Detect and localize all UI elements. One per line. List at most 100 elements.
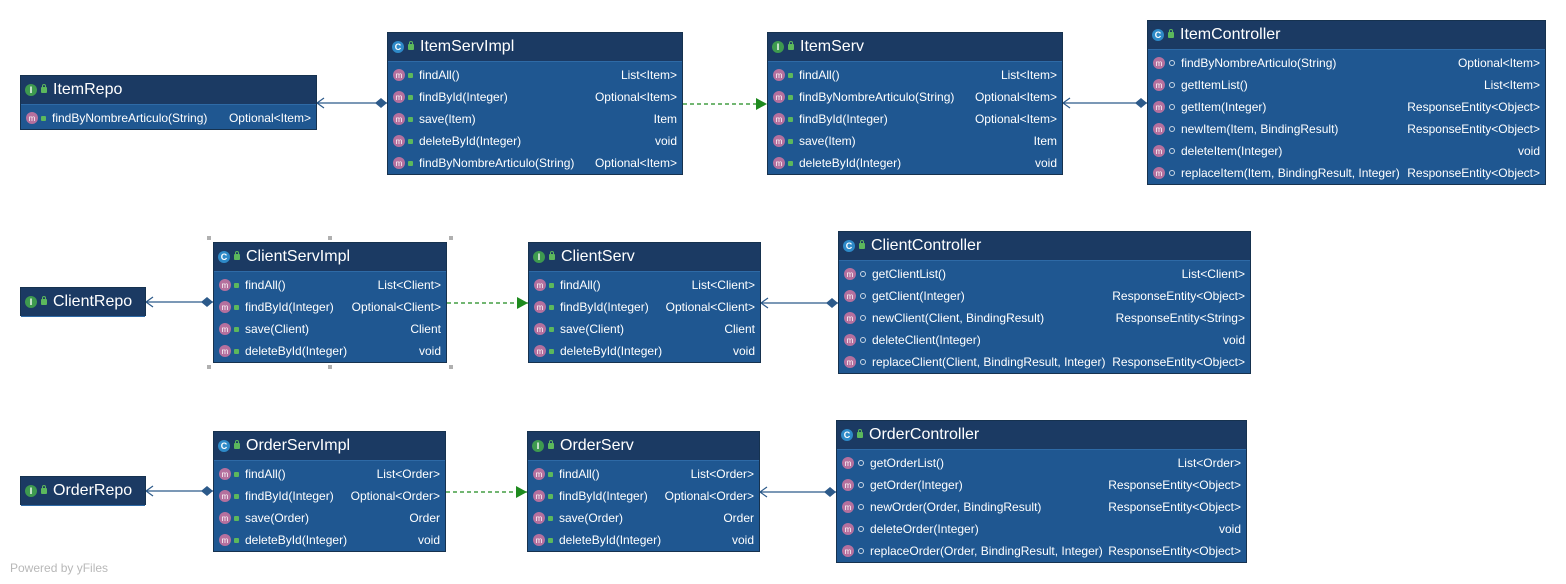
- public-visibility-icon: [408, 116, 413, 122]
- public-lock-icon: [41, 296, 47, 305]
- node-title: ClientRepo: [53, 293, 133, 310]
- method-return-type: void: [1222, 333, 1245, 347]
- selection-handle[interactable]: [207, 236, 211, 240]
- association-edge[interactable]: [759, 297, 838, 309]
- selection-handle[interactable]: [449, 236, 453, 240]
- method-icon: m: [219, 534, 231, 546]
- association-edge[interactable]: [315, 97, 387, 109]
- selection-handle[interactable]: [449, 365, 453, 369]
- method-return-type: ResponseEntity<Object>: [1112, 289, 1245, 303]
- association-edge[interactable]: [1061, 97, 1147, 109]
- selection-handle[interactable]: [328, 236, 332, 240]
- method-return-type: Order: [723, 511, 754, 525]
- selection-handle[interactable]: [207, 365, 211, 369]
- association-edge[interactable]: [758, 486, 836, 498]
- method-signature: replaceClient(Client, BindingResult, Int…: [872, 355, 1106, 369]
- method-icon: m: [533, 468, 545, 480]
- method-icon: m: [219, 490, 231, 502]
- realization-edge[interactable]: [683, 98, 767, 110]
- package-visibility-icon: [1169, 60, 1175, 66]
- realization-edge[interactable]: [447, 297, 528, 309]
- method-return-type: ResponseEntity<Object>: [1108, 544, 1241, 558]
- method-signature: deleteById(Integer): [245, 344, 348, 358]
- realization-edge[interactable]: [446, 486, 527, 498]
- method-icon: m: [842, 457, 854, 469]
- method-icon: m: [393, 157, 405, 169]
- association-edge[interactable]: [144, 296, 213, 308]
- selection-handle[interactable]: [328, 365, 332, 369]
- method-signature: getOrderList(): [870, 456, 945, 470]
- package-visibility-icon: [1169, 170, 1175, 176]
- association-edge[interactable]: [144, 485, 213, 497]
